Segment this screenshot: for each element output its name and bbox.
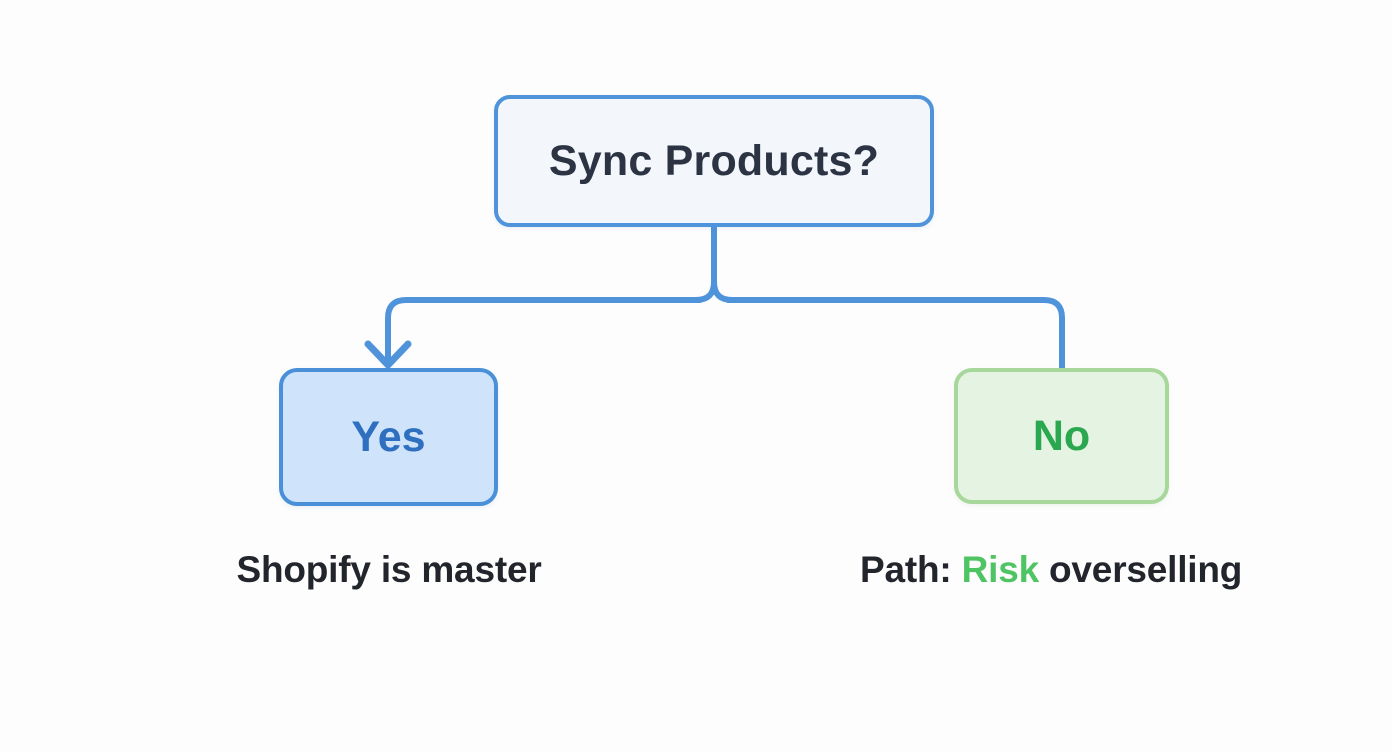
caption-no-suffix: overselling <box>1038 549 1243 590</box>
arrowhead-down-icon <box>364 340 412 369</box>
connector-branch-left <box>385 297 703 363</box>
node-no-label: No <box>1032 411 1091 460</box>
node-no[interactable]: No <box>954 368 1169 504</box>
connector-stem <box>693 224 717 303</box>
node-sync-products[interactable]: Sync Products? <box>494 95 934 227</box>
caption-no-prefix: Path: <box>860 549 962 590</box>
caption-no-highlight: Risk <box>961 549 1040 590</box>
connector-stem-fork-right <box>711 279 735 303</box>
caption-no-branch: Path: Risk overselling <box>860 549 1260 591</box>
node-sync-products-label: Sync Products? <box>548 136 880 185</box>
caption-yes-text: Shopify is master <box>236 549 542 590</box>
caption-yes-branch: Shopify is master <box>189 549 589 591</box>
node-yes[interactable]: Yes <box>279 368 498 506</box>
connector-branch-right <box>725 297 1065 373</box>
node-yes-label: Yes <box>351 412 426 461</box>
